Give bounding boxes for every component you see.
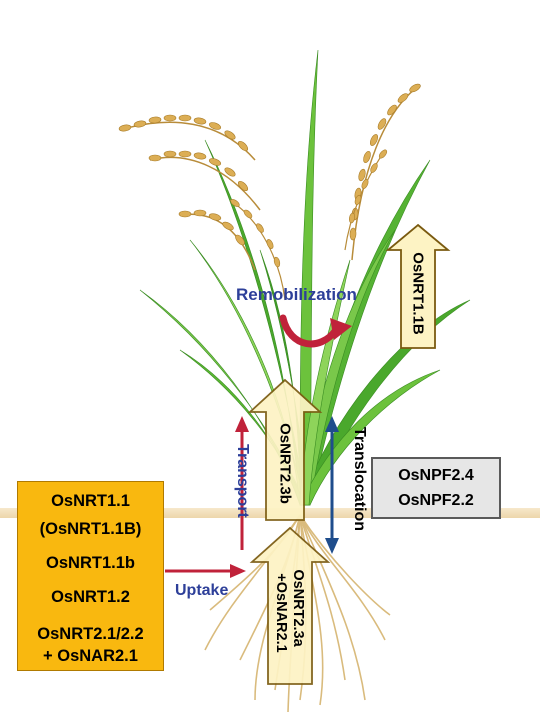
uptake-item: OsNRT2.1/2.2 xyxy=(37,625,144,643)
root-transporter-label-2: +OsNAR2.1 xyxy=(273,573,289,653)
uptake-item: + OsNAR2.1 xyxy=(43,647,138,665)
remobilization-arrow xyxy=(279,314,352,348)
translocation-item: OsNPF2.2 xyxy=(398,492,474,509)
remobilization-label: Remobilization xyxy=(236,285,357,304)
uptake-arrow xyxy=(165,564,246,578)
remob-block-arrow xyxy=(385,223,451,349)
root-block-arrow xyxy=(249,526,331,685)
translocation-arrow xyxy=(325,416,339,554)
uptake-transporter-box: OsNRT1.1 (OsNRT1.1B) OsNRT1.1b OsNRT1.2 … xyxy=(17,481,164,671)
uptake-item: (OsNRT1.1B) xyxy=(39,520,142,538)
stem-transporter-label: OsNRT2.3b xyxy=(276,423,294,504)
uptake-label: Uptake xyxy=(175,582,229,599)
uptake-item: OsNRT1.1b xyxy=(46,554,135,572)
translocation-label: Translocation xyxy=(351,426,368,532)
grain-panicles xyxy=(118,83,421,301)
root-transporter-label-1: OsNRT2.3a xyxy=(290,569,306,647)
uptake-item: OsNRT1.1 xyxy=(51,492,130,510)
stem-block-arrow xyxy=(247,378,323,521)
remob-transporter-label: OsNRT1.1B xyxy=(409,252,427,335)
transport-label: Transport xyxy=(234,444,251,518)
translocation-transporter-box: OsNPF2.4 OsNPF2.2 xyxy=(371,457,501,519)
uptake-item: OsNRT1.2 xyxy=(51,588,130,606)
translocation-item: OsNPF2.4 xyxy=(398,467,474,484)
transport-arrow xyxy=(235,416,249,550)
